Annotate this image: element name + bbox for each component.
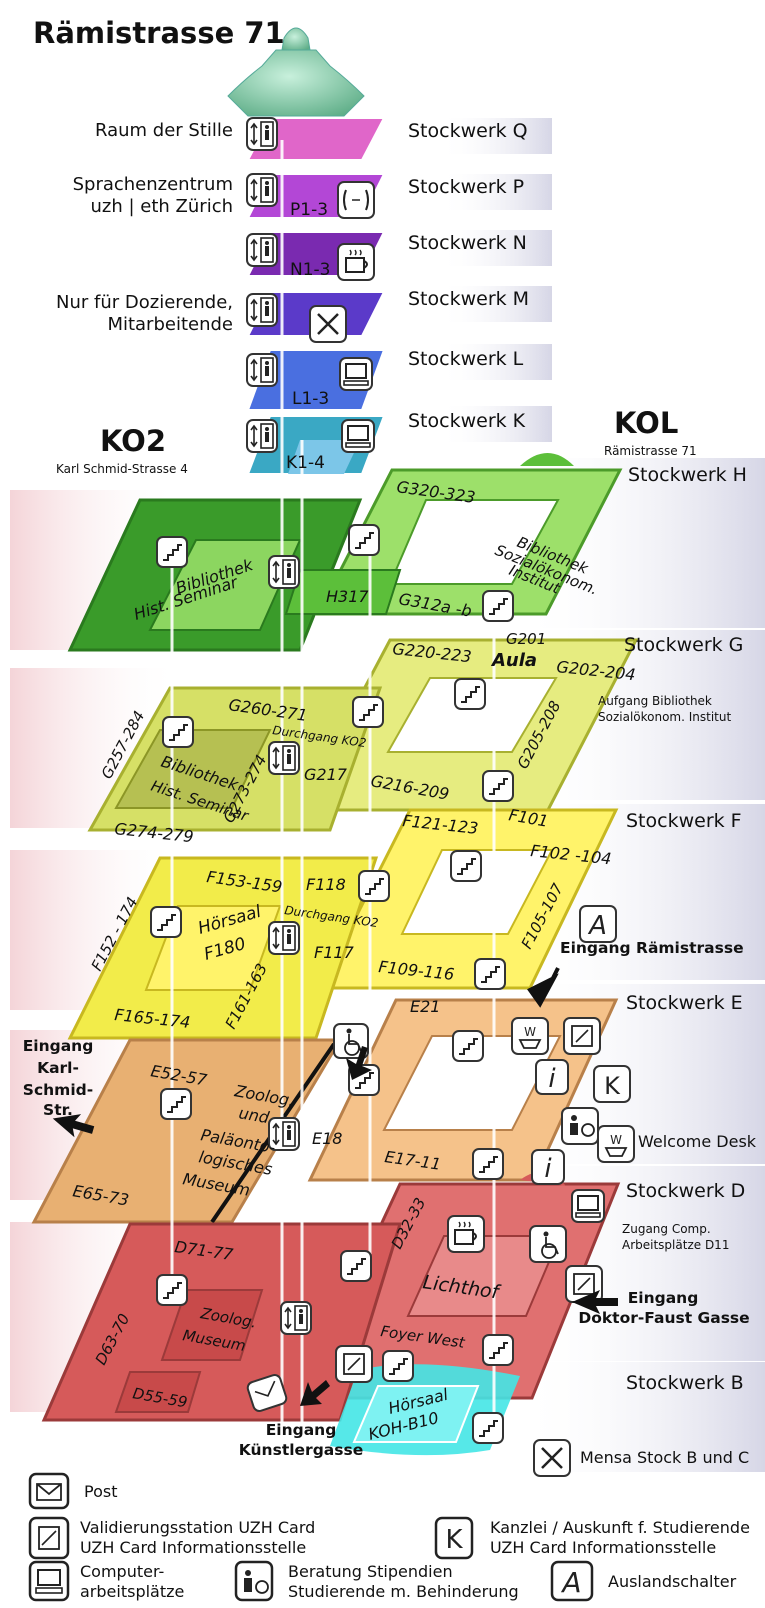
ausland-icon: A: [550, 1560, 594, 1602]
room-g201: G201: [506, 630, 546, 648]
room-f117: F117: [314, 943, 355, 962]
floor-label-m: Stockwerk M: [408, 288, 530, 310]
legend-ausland: Auslandschalter: [608, 1572, 737, 1591]
legend-computer-1: Computer-: [80, 1562, 165, 1581]
label-raum-der-stille: Raum der Stille: [95, 120, 233, 141]
floor-f: [67, 808, 619, 1040]
svg-text:K: K: [445, 1525, 463, 1555]
welcome-desk-icon: W: [597, 1125, 635, 1163]
room-e18: E18: [312, 1129, 342, 1148]
svg-text:W: W: [610, 1133, 622, 1147]
floor-label-l: Stockwerk L: [408, 348, 524, 370]
kanzlei-icon: K: [434, 1516, 474, 1560]
legend-beratung-1: Beratung Stipendien: [288, 1562, 453, 1581]
tower-dome: [227, 27, 365, 117]
note-zugang-1: Zugang Comp.: [622, 1222, 711, 1236]
entrance-kuenstler-1: Eingang: [265, 1421, 337, 1439]
wheelchair-icon: [333, 1023, 369, 1059]
floor-label-f: Stockwerk F: [626, 810, 742, 832]
note-mensa: Mensa Stock B und C: [580, 1448, 750, 1467]
computer-icon: [28, 1560, 70, 1602]
room-h317: H317: [326, 587, 369, 606]
validation-icon: [335, 1345, 373, 1383]
building-kol-address: Rämistrasse 71: [604, 444, 697, 458]
legend-post-label: Post: [84, 1482, 118, 1501]
info-icon: i: [531, 1149, 565, 1185]
entrance-faust-1: Eingang: [627, 1289, 699, 1307]
room-f118: F118: [306, 875, 346, 894]
svg-text:A: A: [587, 911, 607, 941]
building-ko2-address: Karl Schmid-Strasse 4: [56, 462, 188, 476]
legend-icons: K A: [28, 1472, 594, 1602]
note-welcome-desk: Welcome Desk: [638, 1132, 757, 1151]
room-g217: G217: [304, 765, 348, 784]
validation-icon: [28, 1516, 70, 1560]
room-aula: Aula: [490, 650, 537, 671]
svg-text:i: i: [548, 1064, 556, 1094]
cafe-icon: [447, 1215, 485, 1253]
label-dozierende-1: Nur für Dozierende,: [56, 292, 233, 313]
legend-beratung-2: Studierende m. Behinderung: [288, 1582, 519, 1601]
entrance-karl-2: Karl-: [37, 1059, 79, 1077]
entrance-karl-1: Eingang: [22, 1037, 94, 1055]
page-title: Rämistrasse 71: [33, 16, 285, 50]
restaurant-icon: [309, 305, 347, 343]
post-icon: [246, 1374, 288, 1412]
floor-label-p: Stockwerk P: [408, 176, 525, 198]
note-aufgang-1: Aufgang Bibliothek: [598, 694, 712, 708]
room-l: L1-3: [292, 389, 329, 409]
building-ko2-name: KO2: [100, 424, 167, 458]
counselling-icon: [234, 1560, 274, 1602]
floor-label-h: Stockwerk H: [628, 464, 747, 486]
room-n: N1-3: [290, 260, 330, 280]
entrance-raemistrasse: Eingang Rämistrasse: [560, 939, 744, 957]
legend-computer-2: arbeitsplätze: [80, 1582, 185, 1601]
room-e21: E21: [410, 997, 440, 1016]
interpreting-icon: [337, 181, 375, 219]
wheelchair-icon: [529, 1225, 567, 1263]
legend-kanzlei-2: UZH Card Informationsstelle: [490, 1538, 717, 1557]
entrance-faust-2: Doktor-Faust Gasse: [578, 1309, 750, 1327]
info-icon: i: [535, 1059, 569, 1095]
floor-label-d: Stockwerk D: [626, 1180, 746, 1202]
cafe-icon: [337, 243, 375, 281]
label-dozierende-2: Mitarbeitende: [107, 314, 233, 335]
validation-icon: [563, 1017, 601, 1055]
legend-validierung-1: Validierungsstation UZH Card: [80, 1518, 316, 1537]
label-sprachenzentrum-1: Sprachenzentrum: [72, 174, 233, 195]
counselling-icon: [561, 1107, 599, 1145]
entrance-karl-3: Schmid-Str.: [22, 1081, 94, 1119]
floor-label-n: Stockwerk N: [408, 232, 527, 254]
building-kol-name: KOL: [614, 406, 679, 440]
welcome-desk-icon: W: [511, 1017, 549, 1055]
entrance-arrows: [52, 967, 618, 1406]
floor-label-k: Stockwerk K: [408, 410, 526, 432]
svg-text:K: K: [604, 1072, 621, 1100]
note-aufgang-2: Sozialökonom. Institut: [598, 710, 732, 724]
svg-text:W: W: [524, 1025, 536, 1039]
room-k: K1-4: [286, 453, 325, 473]
floor-label-q: Stockwerk Q: [408, 120, 528, 142]
room-p: P1-3: [290, 200, 328, 220]
svg-text:A: A: [560, 1566, 581, 1599]
ausland-icon: A: [579, 905, 617, 943]
restaurant-icon: [533, 1439, 571, 1477]
legend-kanzlei-1: Kanzlei / Auskunft f. Studierende: [490, 1518, 750, 1537]
label-sprachenzentrum-2: uzh | eth Zürich: [90, 196, 233, 217]
legend-validierung-2: UZH Card Informationsstelle: [80, 1538, 307, 1557]
svg-text:i: i: [544, 1154, 552, 1184]
entrance-kuenstler-2: Künstlergasse: [238, 1441, 364, 1459]
floor-label-e: Stockwerk E: [626, 992, 743, 1014]
kanzlei-icon: K: [593, 1065, 631, 1103]
floor-label-g: Stockwerk G: [624, 634, 744, 656]
note-zugang-2: Arbeitsplätze D11: [622, 1238, 730, 1252]
post-icon: [28, 1472, 70, 1510]
floor-label-b: Stockwerk B: [626, 1372, 744, 1394]
